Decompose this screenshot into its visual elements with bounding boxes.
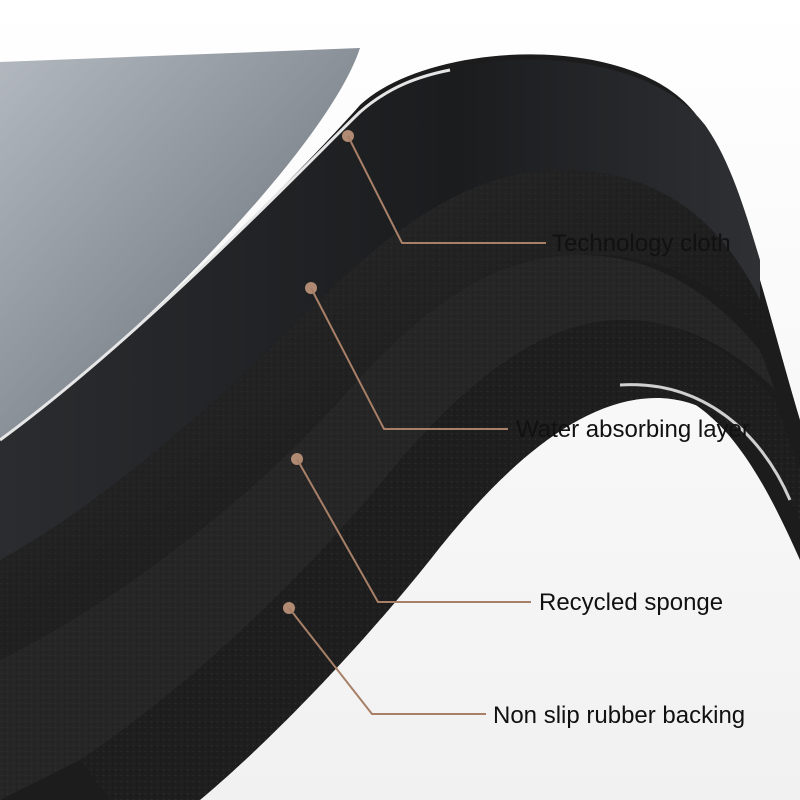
callout-line — [310, 287, 508, 430]
label-recycled-sponge: Recycled sponge — [539, 589, 724, 616]
callout-line — [347, 135, 546, 244]
callout-technology-cloth — [342, 130, 546, 244]
technology-cloth-layer — [0, 59, 760, 561]
callout-line — [288, 607, 486, 715]
backing-rim — [619, 383, 792, 501]
label-water-absorbing-layer: Water absorbing layer — [516, 416, 750, 443]
cloth-surface — [0, 48, 360, 440]
callout-water-absorbing-layer — [305, 282, 508, 430]
cloth-rim — [0, 68, 451, 442]
callout-line — [296, 458, 531, 603]
callout-recycled-sponge — [291, 453, 531, 603]
label-non-slip-rubber-backing: Non slip rubber backing — [493, 702, 746, 729]
callout-non-slip-rubber-backing — [283, 602, 486, 715]
label-technology-cloth: Technology cloth — [552, 230, 731, 257]
